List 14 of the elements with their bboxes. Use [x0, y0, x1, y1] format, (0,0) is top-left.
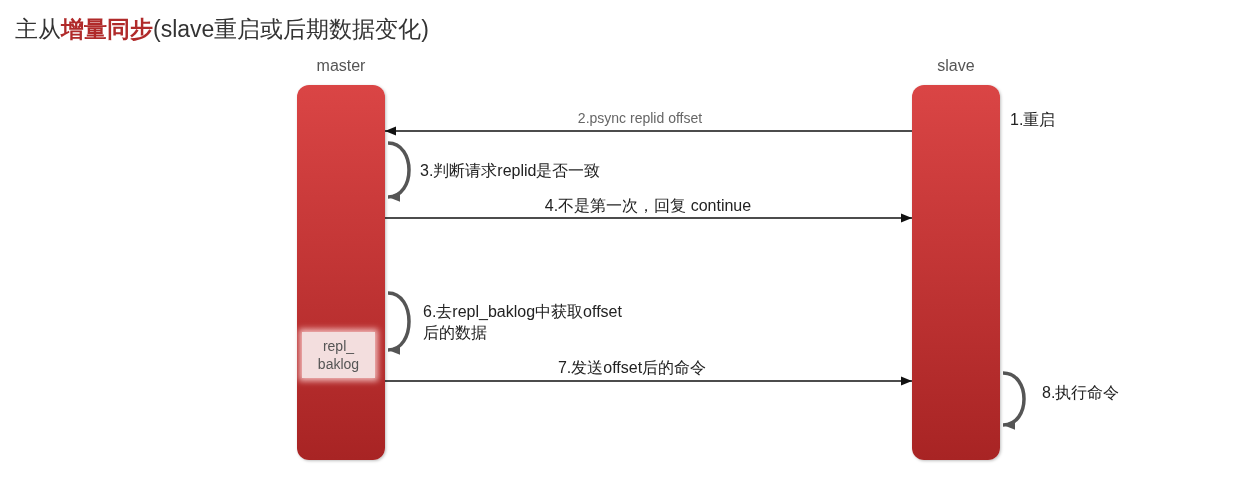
curved-arrow [387, 291, 411, 353]
title: 主从增量同步(slave重启或后期数据变化) [15, 15, 429, 44]
step-note: 1.重启 [1010, 110, 1056, 130]
buffer-box: repl_ baklog [302, 332, 375, 378]
column-heading: master [315, 57, 367, 75]
edge-label: 8.执行命令 [1042, 383, 1120, 403]
curved-arrow [387, 141, 411, 200]
arrow [384, 126, 913, 136]
curved-arrow [1002, 371, 1026, 428]
edge-label: 6.去repl_baklog中获取offset后的数据 [423, 302, 623, 343]
edge-label: 3.判断请求replid是否一致 [420, 161, 602, 181]
arrow [384, 213, 913, 223]
column-heading: slave [936, 57, 976, 75]
arrow [384, 376, 913, 386]
